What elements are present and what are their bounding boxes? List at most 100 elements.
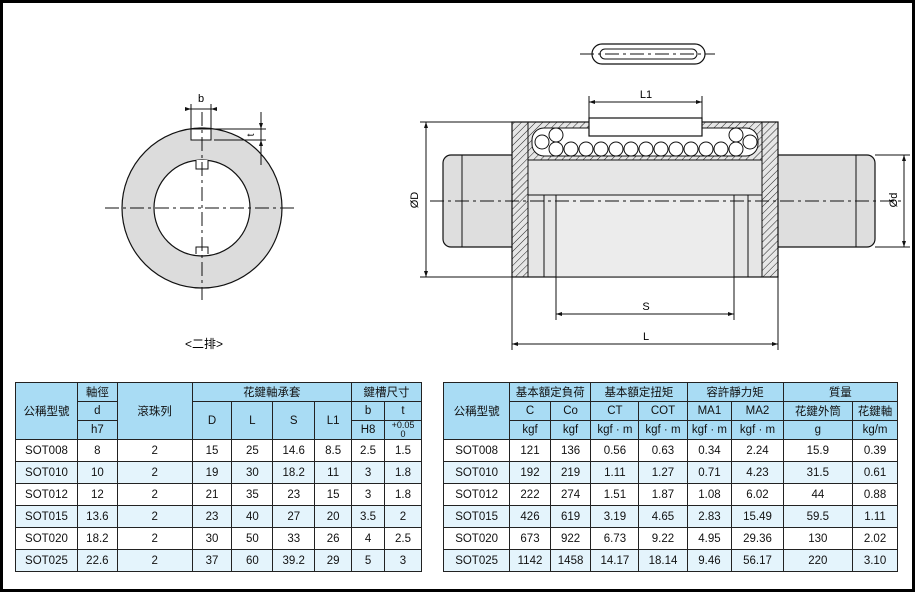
header-C: C <box>509 401 551 421</box>
header-outer-sleeve: 花鍵外筒 <box>782 401 854 421</box>
unit-kgf: kgf <box>549 420 592 440</box>
table-cell: 136 <box>549 439 592 462</box>
label-L: L <box>643 331 649 343</box>
ball-row <box>534 127 758 157</box>
table-cell: 23 <box>191 505 233 528</box>
table-cell: 29 <box>314 549 353 572</box>
table-cell: 0.71 <box>686 461 733 484</box>
table-cell: 14.6 <box>272 439 316 462</box>
table-cell: 3 <box>351 461 386 484</box>
table-cell: 59.5 <box>782 505 854 528</box>
table-cell: 2.5 <box>351 439 386 462</box>
table-cell: 1458 <box>549 549 592 572</box>
table-cell: 6.73 <box>590 527 640 550</box>
table-cell: 26 <box>314 527 353 550</box>
table-cell: 0.34 <box>686 439 733 462</box>
table-cell: 0.63 <box>638 439 688 462</box>
table-cell: 15 <box>314 483 353 506</box>
table-cell: 2.83 <box>686 505 733 528</box>
table-cell: 1.11 <box>852 505 898 528</box>
table-cell: SOT020 <box>15 527 78 550</box>
label-b: b <box>198 93 204 105</box>
table-cell: 37 <box>191 549 233 572</box>
header-H8: H8 <box>351 420 386 440</box>
table-cell: 18.2 <box>272 461 316 484</box>
table-cell: 6.02 <box>731 483 784 506</box>
table-cell: 426 <box>509 505 551 528</box>
header-b: b <box>351 401 386 421</box>
table-cell: 39.2 <box>272 549 316 572</box>
table-cell: SOT020 <box>442 527 511 550</box>
table-cell: 922 <box>549 527 592 550</box>
label-S: S <box>642 301 649 313</box>
table-cell: 0.56 <box>590 439 640 462</box>
table-cell: 15.49 <box>731 505 784 528</box>
table-cell: 22.6 <box>76 549 118 572</box>
unit-kgf-m: kgf · m <box>731 420 784 440</box>
table-cell: 1.87 <box>638 483 688 506</box>
table-cell: 1.27 <box>638 461 688 484</box>
table-cell: 15.9 <box>782 439 854 462</box>
header-COT: COT <box>638 401 688 421</box>
table-cell: 3 <box>384 549 422 572</box>
caption-double-row: <二排> <box>185 337 223 351</box>
load-table: 公稱型號 基本額定負荷 基本額定扭矩 容許靜力矩 質量 C Co CT COT … <box>442 382 899 572</box>
table-cell: 130 <box>782 527 854 550</box>
table-cell: 2 <box>116 505 193 528</box>
table-cell: 31.5 <box>782 461 854 484</box>
table-cell: 9.22 <box>638 527 688 550</box>
table-cell: 1.5 <box>384 439 422 462</box>
header-MA2: MA2 <box>731 401 784 421</box>
header-spline-shaft: 花鍵軸 <box>852 401 898 421</box>
table-cell: 4.23 <box>731 461 784 484</box>
table-cell: 1.11 <box>590 461 640 484</box>
label-Od: Ød <box>888 193 900 208</box>
header-basic-load: 基本額定負荷 <box>509 382 592 402</box>
table-cell: 4 <box>351 527 386 550</box>
table-cell: 13.6 <box>76 505 118 528</box>
table-cell: 2.02 <box>852 527 898 550</box>
header-h7: h7 <box>76 420 118 440</box>
table-cell: 619 <box>549 505 592 528</box>
table-cell: 219 <box>549 461 592 484</box>
dimension-table: 公稱型號 軸徑 滾珠列 花鍵軸承套 鍵槽尺寸 d D L S L1 b t h7… <box>15 382 422 572</box>
table-cell: 50 <box>231 527 274 550</box>
table-cell: SOT025 <box>442 549 511 572</box>
table-cell: 2 <box>116 483 193 506</box>
table-cell: SOT012 <box>442 483 511 506</box>
table-cell: 19 <box>191 461 233 484</box>
header-model: 公稱型號 <box>442 382 511 440</box>
table-cell: 192 <box>509 461 551 484</box>
table-cell: 56.17 <box>731 549 784 572</box>
table-cell: 2.5 <box>384 527 422 550</box>
table-cell: 60 <box>231 549 274 572</box>
table-cell: 2 <box>384 505 422 528</box>
table-cell: SOT008 <box>15 439 78 462</box>
header-ball-rows: 滾珠列 <box>116 382 193 440</box>
table-cell: 5 <box>351 549 386 572</box>
table-cell: 1.8 <box>384 461 422 484</box>
table-cell: 0.61 <box>852 461 898 484</box>
table-cell: SOT010 <box>15 461 78 484</box>
table-cell: 11 <box>314 461 353 484</box>
table-cell: SOT010 <box>442 461 511 484</box>
table-cell: 20 <box>314 505 353 528</box>
table-cell: 3.5 <box>351 505 386 528</box>
table-cell: 18.14 <box>638 549 688 572</box>
unit-kgf: kgf <box>509 420 551 440</box>
header-shaft-dia: 軸徑 <box>76 382 118 402</box>
header-CT: CT <box>590 401 640 421</box>
header-model: 公稱型號 <box>15 382 78 440</box>
table-cell: 23 <box>272 483 316 506</box>
unit-kgf-m: kgf · m <box>638 420 688 440</box>
unit-kg-per-m: kg/m <box>852 420 898 440</box>
header-mass: 質量 <box>782 382 899 402</box>
